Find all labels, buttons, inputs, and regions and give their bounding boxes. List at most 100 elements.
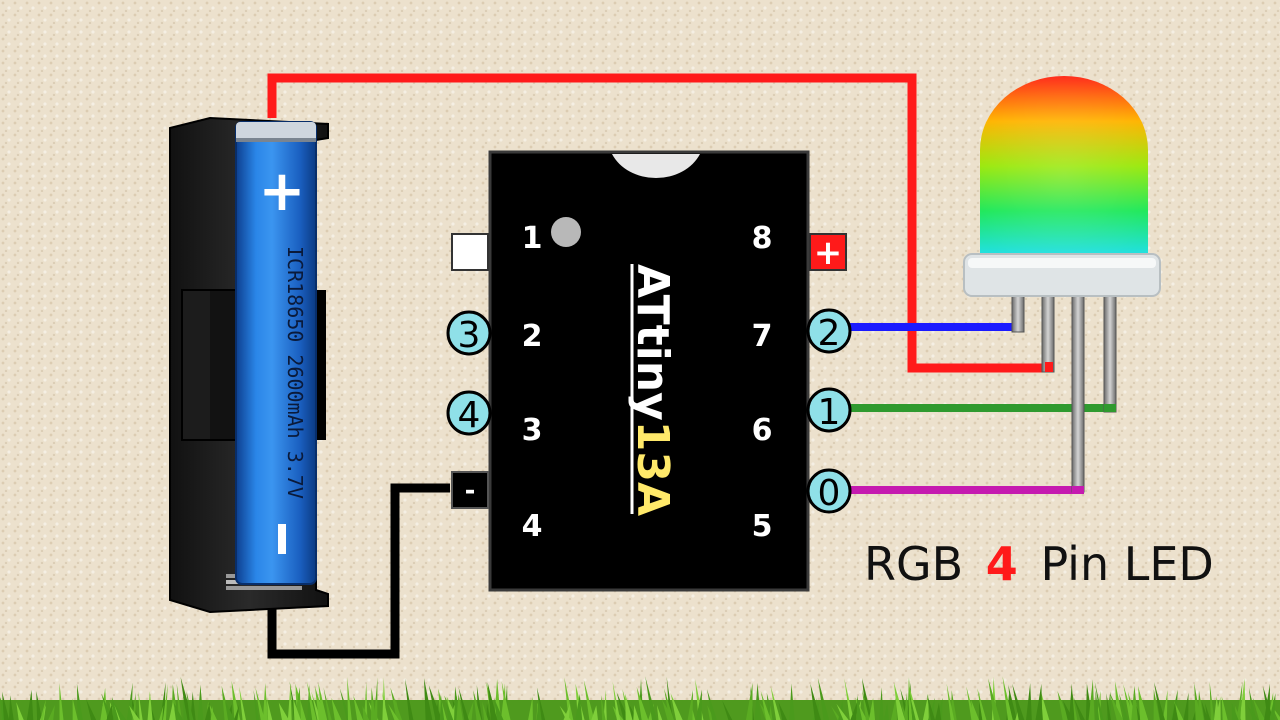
grass-blade <box>1205 703 1211 720</box>
svg-text:ATtiny13A: ATtiny13A <box>627 264 678 516</box>
grass-blade <box>162 684 168 720</box>
pin-number-3: 3 <box>522 413 543 448</box>
grass-blade <box>159 705 164 720</box>
grass-blade <box>1026 683 1032 720</box>
grass-blade <box>287 682 292 720</box>
grass-blade <box>879 687 884 720</box>
grass-blade <box>444 695 457 720</box>
grass-blade <box>347 677 352 720</box>
badge-pin7-label: 2 <box>818 313 841 354</box>
grass-blade <box>197 684 204 720</box>
grass-blade <box>722 700 733 720</box>
grass-blade <box>186 691 194 720</box>
badge-pin6-label: 1 <box>818 392 841 433</box>
grass-blade <box>768 705 773 720</box>
grass-blade <box>176 683 182 720</box>
grass-blade <box>1213 696 1220 720</box>
grass-blade <box>1106 693 1111 720</box>
battery-label: ICR18650 2600mAh 3.7V <box>283 246 307 499</box>
grass-blade <box>706 688 717 720</box>
grass-blade <box>536 687 546 720</box>
grass-blade <box>687 689 694 720</box>
grass-blade <box>1094 681 1104 720</box>
grass-blade <box>625 693 633 720</box>
battery-cell: + ICR18650 2600mAh 3.7V <box>235 121 317 585</box>
grass-blade <box>633 705 640 720</box>
grass-blade <box>564 677 574 720</box>
grass-blade <box>458 687 469 720</box>
rgb-led <box>963 76 1161 493</box>
grass-blade <box>307 681 317 720</box>
grass-blade <box>1073 697 1085 720</box>
grass-blade <box>1201 701 1209 720</box>
pin-number-6: 6 <box>752 413 773 448</box>
grass-blade <box>72 698 78 720</box>
grass-blade <box>390 687 403 720</box>
grass-blade <box>1197 690 1204 720</box>
grass-blade <box>1239 678 1246 720</box>
grass-blade <box>528 696 533 720</box>
grass-blade <box>2 691 10 720</box>
grass-blade <box>183 698 188 720</box>
grass-blade <box>1221 696 1228 720</box>
pin4-ground-pad: - <box>451 471 489 509</box>
badge-pin3: 4 <box>446 390 492 436</box>
grass-blade <box>318 682 328 720</box>
grass-blade <box>1123 684 1134 720</box>
grass-blade <box>266 698 273 720</box>
grass-blade <box>1194 683 1201 720</box>
grass-blade <box>456 693 463 720</box>
pin1-dot <box>551 217 581 247</box>
pin-number-8: 8 <box>752 221 773 256</box>
grass-blade <box>100 687 108 720</box>
grass-blade <box>487 682 498 720</box>
grass-blade <box>233 704 240 720</box>
grass-blade <box>370 687 376 720</box>
grass-blade <box>446 696 459 720</box>
grass-blade <box>754 683 761 720</box>
grass-blade <box>428 685 443 720</box>
grass-blade <box>855 697 867 720</box>
grass-blade <box>262 682 268 720</box>
grass-blade <box>494 698 504 720</box>
battery-minus-sign <box>278 524 286 554</box>
grass-blade <box>331 697 342 720</box>
grass-blade <box>883 702 889 720</box>
grass-blade <box>1174 700 1184 720</box>
grass-blade <box>1264 683 1270 720</box>
grass-blade <box>575 694 583 720</box>
caption-rest: Pin LED <box>1040 537 1213 591</box>
grass-blade <box>48 704 55 720</box>
grass-blade <box>1209 681 1215 720</box>
grass-blade <box>353 695 364 720</box>
grass-blade <box>1105 691 1112 720</box>
grass-blade <box>362 705 370 720</box>
grass-blade <box>147 691 153 720</box>
grass-blade <box>86 699 97 720</box>
grass-blade <box>600 695 606 720</box>
grass-blade <box>971 699 980 720</box>
grass-blade <box>132 692 136 720</box>
grass-blade <box>1095 690 1100 720</box>
grass-blade <box>1269 693 1276 720</box>
grass-blade <box>861 678 873 720</box>
grass-blade <box>1063 700 1074 720</box>
grass-blade <box>636 687 649 720</box>
grass-blade <box>501 681 511 720</box>
grass-blade <box>1231 702 1239 720</box>
pin-number-1: 1 <box>522 221 543 256</box>
grass-blade <box>172 701 184 720</box>
grass-blade <box>900 688 911 720</box>
badge-pin2-label: 3 <box>458 315 481 356</box>
grass-blade <box>8 695 14 720</box>
chip-name: ATtiny <box>627 264 678 421</box>
grass-blade <box>439 694 445 720</box>
grass-blade <box>1109 693 1123 720</box>
grass-blade <box>1002 676 1013 720</box>
chip-label: ATtiny13A <box>627 264 678 516</box>
battery-plus-sign: + <box>259 159 306 224</box>
badge-pin3-label: 4 <box>458 395 481 436</box>
pin8-power-label: + <box>814 233 843 273</box>
grass-blade <box>169 700 176 720</box>
